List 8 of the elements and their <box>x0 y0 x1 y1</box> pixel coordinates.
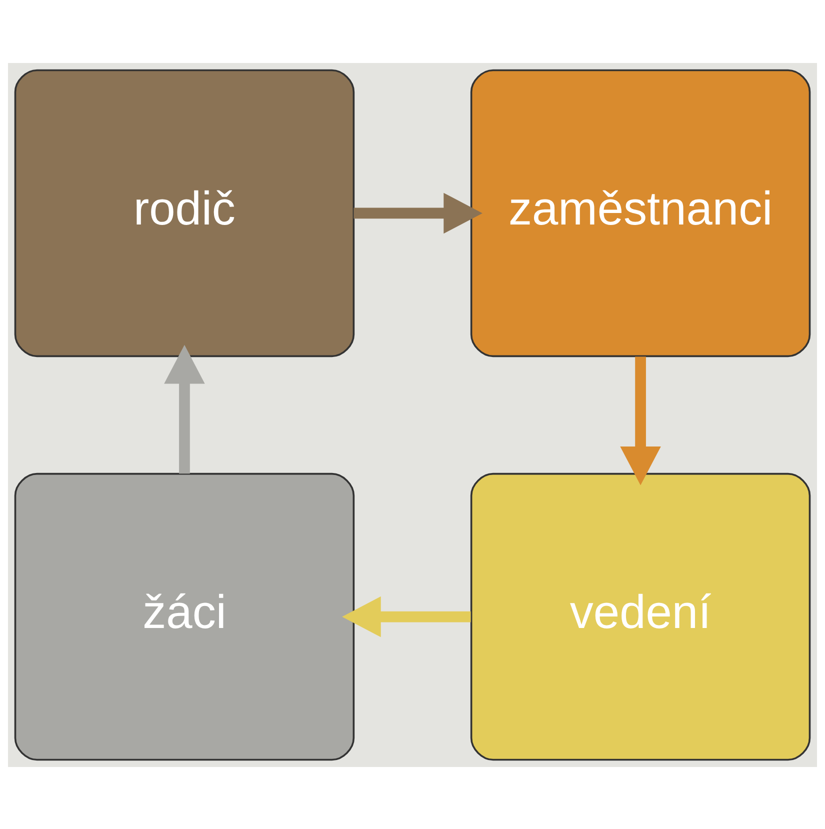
node-box: vedení <box>470 472 811 760</box>
arrow <box>164 344 205 474</box>
node-box: žáci <box>14 472 355 760</box>
arrow <box>354 192 482 234</box>
node-box: zaměstnanci <box>470 68 811 357</box>
arrow <box>620 356 661 485</box>
arrow <box>342 596 471 637</box>
node-box: rodič <box>14 68 355 357</box>
